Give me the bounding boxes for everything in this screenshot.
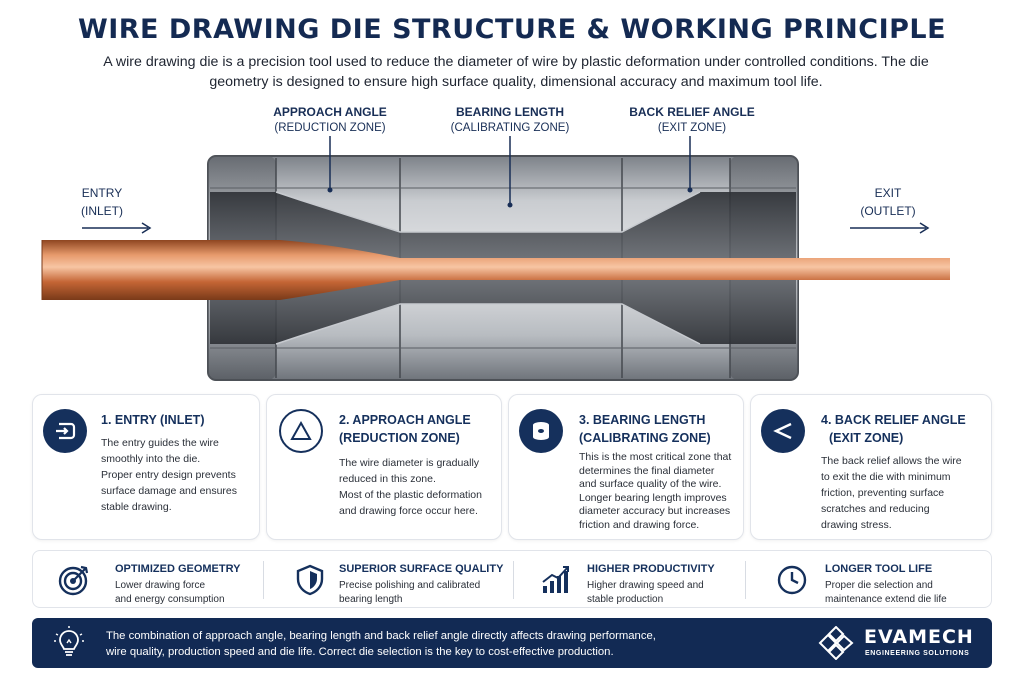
feature-title: HIGHER PRODUCTIVITY xyxy=(587,563,715,575)
feature-title: OPTIMIZED GEOMETRY xyxy=(115,563,241,575)
card-bearing-length: 3. BEARING LENGTH(CALIBRATING ZONE) This… xyxy=(508,394,744,540)
card-back-relief: 4. BACK RELIEF ANGLE(EXIT ZONE) The back… xyxy=(750,394,992,540)
feature-productivity: HIGHER PRODUCTIVITY Higher drawing speed… xyxy=(539,551,749,609)
feature-title: LONGER TOOL LIFE xyxy=(825,563,933,575)
card-title: 4. BACK RELIEF ANGLE(EXIT ZONE) xyxy=(821,413,966,445)
target-icon xyxy=(57,563,91,597)
clock-icon xyxy=(775,563,809,597)
page-title: WIRE DRAWING DIE STRUCTURE & WORKING PRI… xyxy=(77,14,947,45)
die-diagram xyxy=(41,136,950,381)
feature-tool-life: LONGER TOOL LIFE Proper die selection an… xyxy=(775,551,985,609)
cylinder-icon xyxy=(519,409,563,453)
page-subtitle: A wire drawing die is a precision tool u… xyxy=(103,54,929,90)
entry-icon xyxy=(43,409,87,453)
exit-arrow xyxy=(850,222,930,234)
brand-name: EVAMECH xyxy=(864,626,974,648)
entry-label: ENTRY(INLET) xyxy=(81,186,123,218)
copper-wire xyxy=(42,240,950,300)
entry-arrow xyxy=(82,222,152,234)
shield-icon xyxy=(293,563,327,597)
brand-tagline: ENGINEERING SOLUTIONS xyxy=(865,650,970,657)
angle-icon xyxy=(761,409,805,453)
card-title: 1. ENTRY (INLET) xyxy=(101,413,205,427)
bearing-length-label: BEARING LENGTH(CALIBRATING ZONE) xyxy=(450,105,570,134)
card-title: 3. BEARING LENGTH(CALIBRATING ZONE) xyxy=(579,413,711,445)
evamech-logo-icon xyxy=(818,625,854,661)
exit-label: EXIT(OUTLET) xyxy=(860,186,916,218)
feature-surface-quality: SUPERIOR SURFACE QUALITY Precise polishi… xyxy=(293,551,513,609)
growth-chart-icon xyxy=(539,563,573,597)
lightbulb-icon xyxy=(52,626,86,660)
feature-title: SUPERIOR SURFACE QUALITY xyxy=(339,563,504,575)
triangle-icon xyxy=(279,409,323,453)
back-relief-label: BACK RELIEF ANGLE(EXIT ZONE) xyxy=(629,105,755,134)
footer-text: The combination of approach angle, beari… xyxy=(106,630,656,658)
card-title: 2. APPROACH ANGLE(REDUCTION ZONE) xyxy=(339,413,471,445)
footer-banner: The combination of approach angle, beari… xyxy=(32,618,992,668)
card-entry: 1. ENTRY (INLET) The entry guides the wi… xyxy=(32,394,260,540)
approach-angle-label: APPROACH ANGLE(REDUCTION ZONE) xyxy=(273,105,387,134)
card-approach-angle: 2. APPROACH ANGLE(REDUCTION ZONE) The wi… xyxy=(266,394,502,540)
